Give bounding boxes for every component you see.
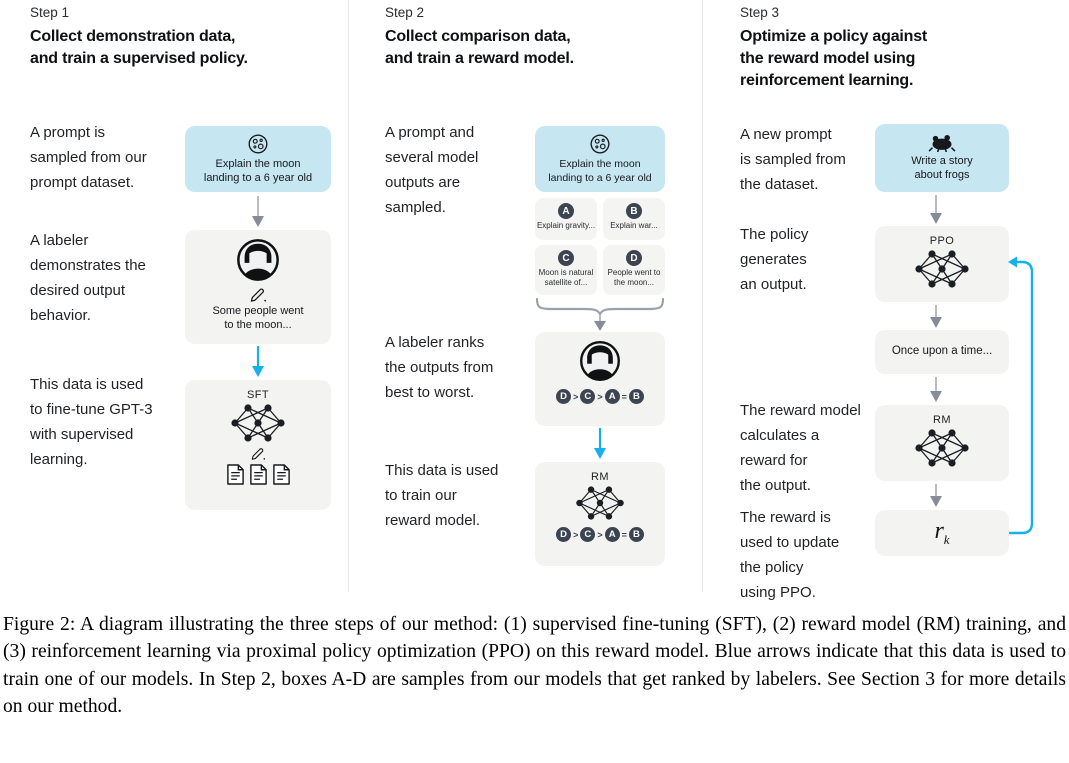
document-icon: [226, 464, 244, 485]
sample-caption: Explain gravity...: [536, 221, 596, 230]
documents-icon: [226, 463, 291, 486]
ranking-row: D > C > A = B: [556, 389, 644, 404]
step1-text-prompt-sampled: A prompt is sampled from our prompt data…: [30, 124, 147, 191]
gray-arrow-down-icon: [930, 377, 942, 402]
labeler-avatar-icon: [237, 239, 279, 281]
frog-icon: [928, 134, 956, 152]
ranking-row: D > C > A = B: [556, 527, 644, 542]
rank-op: >: [597, 529, 603, 540]
sample-caption: People went to the moon...: [607, 268, 661, 287]
rank-badge: A: [604, 527, 620, 542]
rank-op: >: [573, 529, 579, 540]
step3-reward-box: rk: [875, 510, 1009, 556]
pencil-icon: [251, 448, 265, 460]
step1-text-labeler-demonstrates: A labeler demonstrates the desired outpu…: [30, 232, 146, 324]
step2-prompt-text: Explain the moon landing to a 6 year old: [548, 158, 652, 184]
step2-text-labeler-ranks: A labeler ranks the outputs from best to…: [385, 334, 494, 401]
rm-label: RM: [591, 471, 609, 483]
pencil-icon: [250, 288, 266, 302]
column-divider: [348, 0, 349, 592]
step3-rm-model-box: RM: [875, 405, 1009, 481]
step1-prompt-box: Explain the moon landing to a 6 year old: [185, 126, 331, 192]
step2-text-outputs-sampled: A prompt and several model outputs are s…: [385, 124, 479, 216]
neural-network-icon: [915, 250, 969, 288]
gray-arrow-down-icon: [930, 305, 942, 328]
step3-label: Step 3: [740, 5, 780, 20]
step3-text-new-prompt: A new prompt is sampled from the dataset…: [740, 126, 846, 193]
rank-op: =: [621, 391, 627, 402]
sft-label: SFT: [247, 389, 269, 401]
gray-arrow-down-icon: [252, 196, 264, 227]
brace-merge-icon: [535, 298, 665, 331]
step3-prompt-box: Write a story about frogs: [875, 124, 1009, 192]
rank-op: =: [621, 529, 627, 540]
neural-network-icon: [231, 404, 285, 442]
step2-labeler-ranking-box: D > C > A = B: [535, 332, 665, 426]
document-icon: [249, 464, 267, 485]
step3-text-policy-generates: The policy generates an output.: [740, 226, 809, 293]
sample-box-d: D People went to the moon...: [603, 245, 665, 295]
step2-prompt-box: Explain the moon landing to a 6 year old: [535, 126, 665, 192]
rank-badge: D: [556, 389, 572, 404]
step1-label: Step 1: [30, 5, 70, 20]
sample-letter-badge: B: [626, 203, 642, 219]
step3-text-rm-calculates: The reward model calculates a reward for…: [740, 402, 861, 494]
rank-badge: A: [604, 389, 620, 404]
rank-badge: C: [580, 389, 596, 404]
rank-badge: C: [580, 527, 596, 542]
sample-caption: Explain war...: [610, 221, 658, 230]
labeler-avatar-icon: [580, 341, 620, 381]
step1-demonstration-text: Some people went to the moon...: [212, 305, 304, 331]
step1-prompt-text: Explain the moon landing to a 6 year old: [203, 158, 313, 184]
gray-arrow-down-icon: [930, 195, 942, 224]
sample-box-a: A Explain gravity...: [535, 198, 597, 240]
neural-network-icon: [576, 486, 624, 520]
step3-output-box: Once upon a time...: [875, 330, 1009, 374]
step2-text-train-reward-model: This data is used to train our reward mo…: [385, 462, 499, 529]
rank-badge: B: [628, 389, 644, 404]
rm-label: RM: [933, 414, 951, 426]
step2-rm-model-box: RM D > C > A = B: [535, 462, 665, 566]
neural-network-icon: [915, 429, 969, 467]
figure-caption: Figure 2: A diagram illustrating the thr…: [3, 614, 1066, 718]
blue-arrow-down-icon: [252, 346, 264, 377]
step1-sft-model-box: SFT: [185, 380, 331, 510]
moon-icon: [590, 134, 610, 154]
document-icon: [272, 464, 290, 485]
sample-letter-badge: D: [626, 250, 642, 266]
blue-arrow-down-icon: [594, 428, 606, 459]
ppo-label: PPO: [929, 235, 955, 247]
sample-letter-badge: C: [558, 250, 574, 266]
rank-badge: D: [556, 527, 572, 542]
column-divider: [702, 0, 703, 592]
step3-prompt-text: Write a story about frogs: [911, 155, 973, 181]
reward-value: rk: [934, 518, 950, 547]
step3-output-text: Once upon a time...: [891, 345, 993, 358]
rank-op: >: [573, 391, 579, 402]
rank-op: >: [597, 391, 603, 402]
step2-label: Step 2: [385, 5, 425, 20]
sample-box-c: C Moon is natural satellite of...: [535, 245, 597, 295]
sample-letter-badge: A: [558, 203, 574, 219]
sample-box-b: B Explain war...: [603, 198, 665, 240]
gray-arrow-down-icon: [930, 484, 942, 507]
step1-labeler-box: Some people went to the moon...: [185, 230, 331, 344]
step2-title: Collect comparison data, and train a rew…: [385, 28, 574, 67]
rank-badge: B: [628, 527, 644, 542]
step3-text-reward-updates: The reward is used to update the policy …: [740, 509, 840, 601]
moon-icon: [248, 134, 268, 154]
step3-title: Optimize a policy against the reward mod…: [740, 28, 928, 89]
sample-caption: Moon is natural satellite of...: [538, 268, 594, 287]
step1-text-finetune-gpt3: This data is used to fine-tune GPT-3 wit…: [30, 376, 153, 468]
step1-title: Collect demonstration data, and train a …: [30, 28, 248, 67]
feedback-arrow-icon: [1008, 256, 1034, 535]
step3-ppo-policy-box: PPO: [875, 226, 1009, 302]
